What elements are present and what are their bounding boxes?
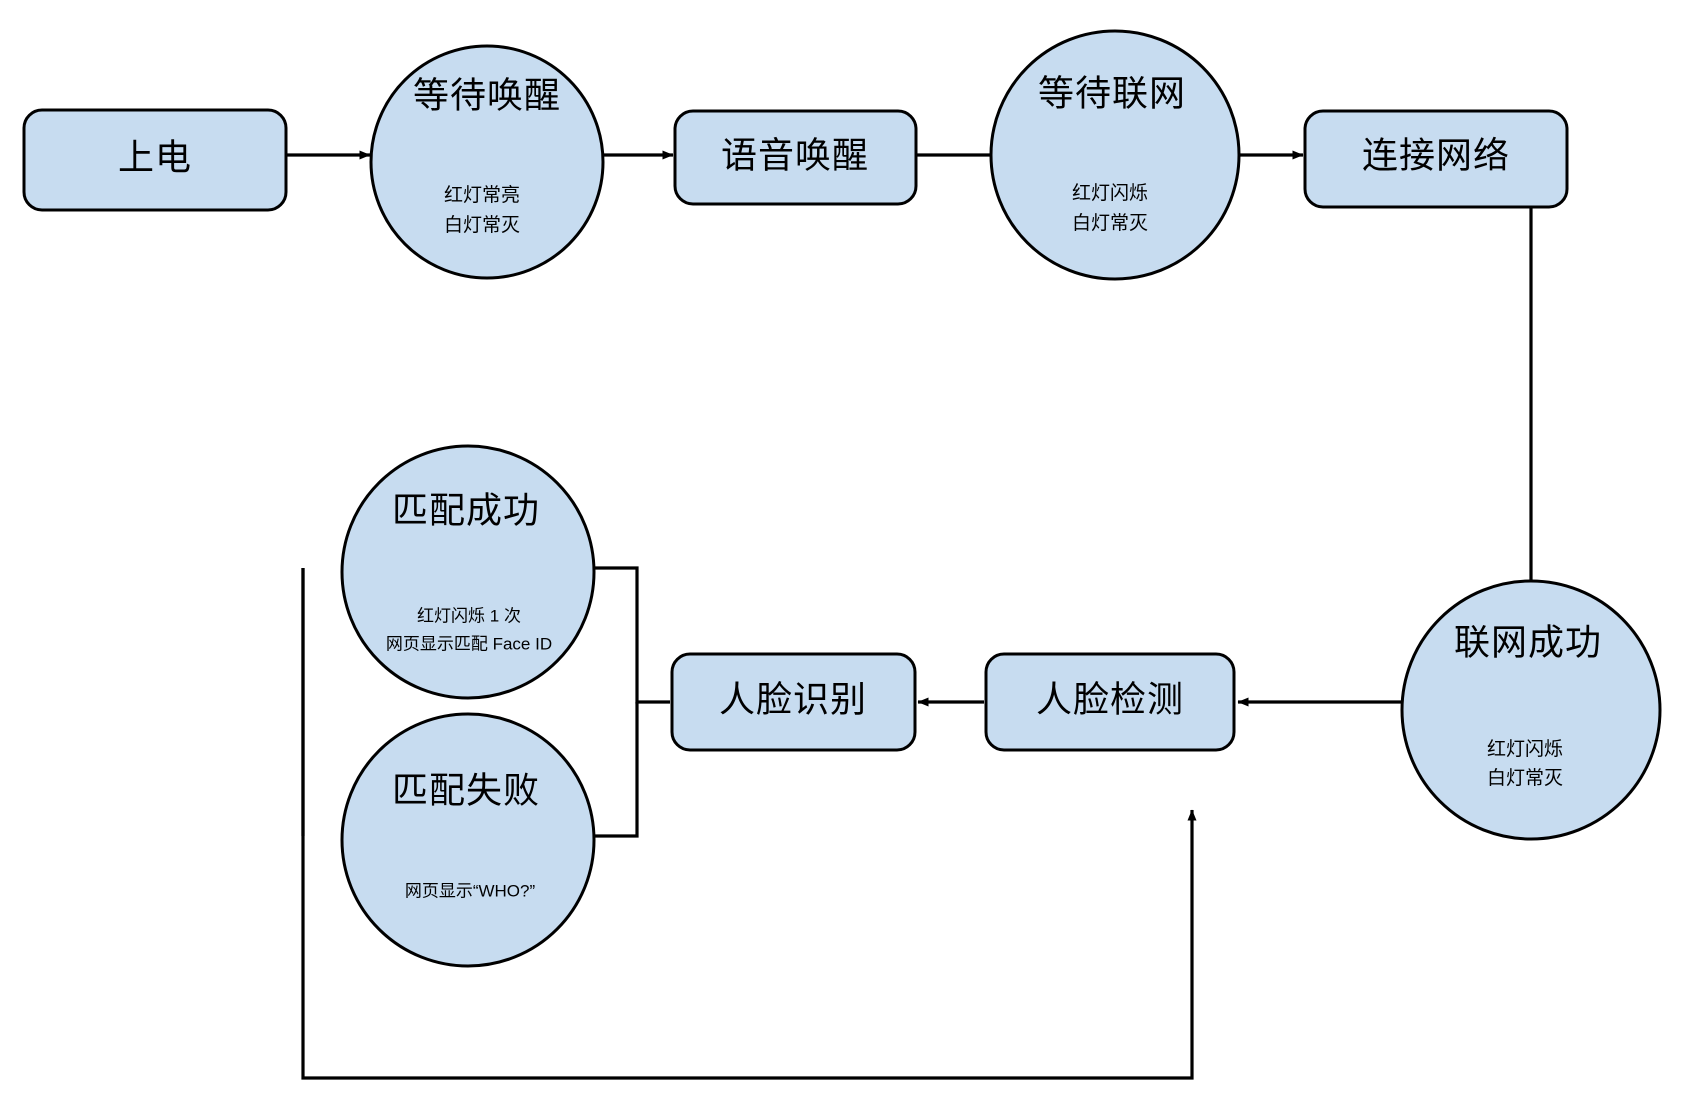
node-face-recognize[interactable]: 人脸识别 xyxy=(670,652,917,752)
node-connect-network-label: 连接网络 xyxy=(1362,135,1510,176)
node-match-success-shape[interactable] xyxy=(340,444,596,700)
node-network-success-sub-2: 白灯常灭 xyxy=(1487,767,1563,789)
node-wait-wakeup-sub-2: 白灯常灭 xyxy=(444,214,520,236)
node-match-fail-label: 匹配失败 xyxy=(392,770,540,811)
node-power-on-shape[interactable] xyxy=(22,108,288,212)
node-face-recognize-shape[interactable] xyxy=(670,652,917,752)
node-match-success[interactable]: 匹配成功 红灯闪烁 1 次 网页显示匹配 Face ID xyxy=(340,444,596,700)
node-face-recognize-label: 人脸识别 xyxy=(719,679,867,720)
node-wait-wakeup[interactable]: 等待唤醒 红灯常亮 白灯常灭 xyxy=(369,44,605,280)
node-wait-network-label: 等待联网 xyxy=(1038,73,1186,114)
node-voice-wakeup-shape[interactable] xyxy=(673,109,918,206)
node-wait-wakeup-sub-1: 红灯常亮 xyxy=(444,184,520,206)
node-match-fail-sub-1: 网页显示“WHO?” xyxy=(405,881,536,900)
node-match-success-label: 匹配成功 xyxy=(392,490,540,531)
node-voice-wakeup[interactable]: 语音唤醒 xyxy=(673,109,918,206)
node-power-on-label: 上电 xyxy=(118,137,192,178)
node-face-detect-label: 人脸检测 xyxy=(1036,679,1184,720)
node-match-fail[interactable]: 匹配失败 网页显示“WHO?” xyxy=(340,712,596,968)
node-face-detect-shape[interactable] xyxy=(984,652,1236,752)
node-network-success[interactable]: 联网成功 红灯闪烁 白灯常灭 xyxy=(1400,579,1662,841)
node-connect-network[interactable]: 连接网络 xyxy=(1303,109,1569,209)
node-match-success-sub-2: 网页显示匹配 Face ID xyxy=(386,634,552,653)
node-face-detect[interactable]: 人脸检测 xyxy=(984,652,1236,752)
node-match-success-sub-1: 红灯闪烁 1 次 xyxy=(417,606,521,625)
node-network-success-sub-1: 红灯闪烁 xyxy=(1487,738,1563,760)
node-wait-network-sub-1: 红灯闪烁 xyxy=(1072,182,1148,204)
node-match-fail-shape[interactable] xyxy=(340,712,596,968)
edges-layer xyxy=(286,150,1536,1080)
node-network-success-shape[interactable] xyxy=(1400,579,1662,841)
node-wait-network-shape[interactable] xyxy=(989,29,1241,281)
node-voice-wakeup-label: 语音唤醒 xyxy=(721,135,869,176)
node-wait-network-sub-2: 白灯常灭 xyxy=(1072,212,1148,234)
node-power-on[interactable]: 上电 xyxy=(22,108,288,212)
node-wait-network[interactable]: 等待联网 红灯闪烁 白灯常灭 xyxy=(989,29,1241,281)
node-wait-wakeup-label: 等待唤醒 xyxy=(413,75,561,116)
node-connect-network-shape[interactable] xyxy=(1303,109,1569,209)
node-network-success-label: 联网成功 xyxy=(1454,622,1602,663)
node-wait-wakeup-shape[interactable] xyxy=(369,44,605,280)
